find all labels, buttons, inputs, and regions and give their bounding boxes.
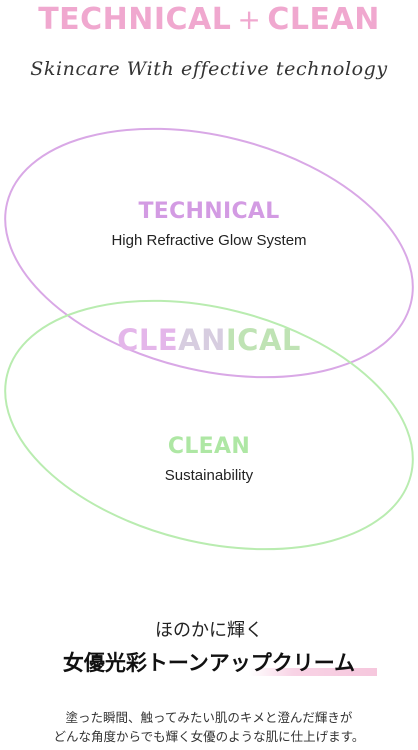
product-lead: ほのかに輝く — [155, 620, 263, 641]
venn-rings — [4, 127, 414, 551]
cleanical-part-1: CLE — [117, 323, 179, 357]
clean-ellipse — [4, 299, 414, 551]
venn-diagram: TECHNICAL High Refractive Glow System CL… — [0, 125, 418, 565]
header-title-clean: CLEAN — [267, 2, 380, 37]
cleanical-part-3: ICAL — [225, 323, 301, 357]
product-description-line-2: どんな角度からでも輝く女優のような肌に仕上げます。 — [53, 729, 365, 744]
product-headline-text: 女優光彩トーンアップクリーム — [62, 651, 356, 675]
plus-icon: + — [237, 3, 262, 36]
clean-title: CLEAN — [167, 434, 251, 459]
header-title-technical: TECHNICAL — [38, 2, 232, 37]
header-title: TECHNICAL+CLEAN — [0, 2, 418, 38]
clean-subtitle: Sustainability — [164, 467, 254, 484]
technical-ellipse — [4, 127, 414, 379]
product-description-line-1: 塗った瞬間、触ってみたい肌のキメと澄んだ輝きが — [65, 710, 353, 725]
cleanical-part-2: AN — [178, 323, 226, 357]
cleanical-title: CLEANICAL — [0, 323, 418, 357]
product-headline-wrap: 女優光彩トーンアップクリーム — [0, 648, 418, 678]
product-description: 塗った瞬間、触ってみたい肌のキメと澄んだ輝きが どんな角度からでも輝く女優のよう… — [0, 708, 418, 746]
tagline: Skincare With effective technology — [30, 58, 388, 80]
product-headline: 女優光彩トーンアップクリーム — [59, 648, 378, 678]
technical-title: TECHNICAL — [138, 199, 280, 224]
technical-subtitle: High Refractive Glow System — [111, 232, 307, 249]
